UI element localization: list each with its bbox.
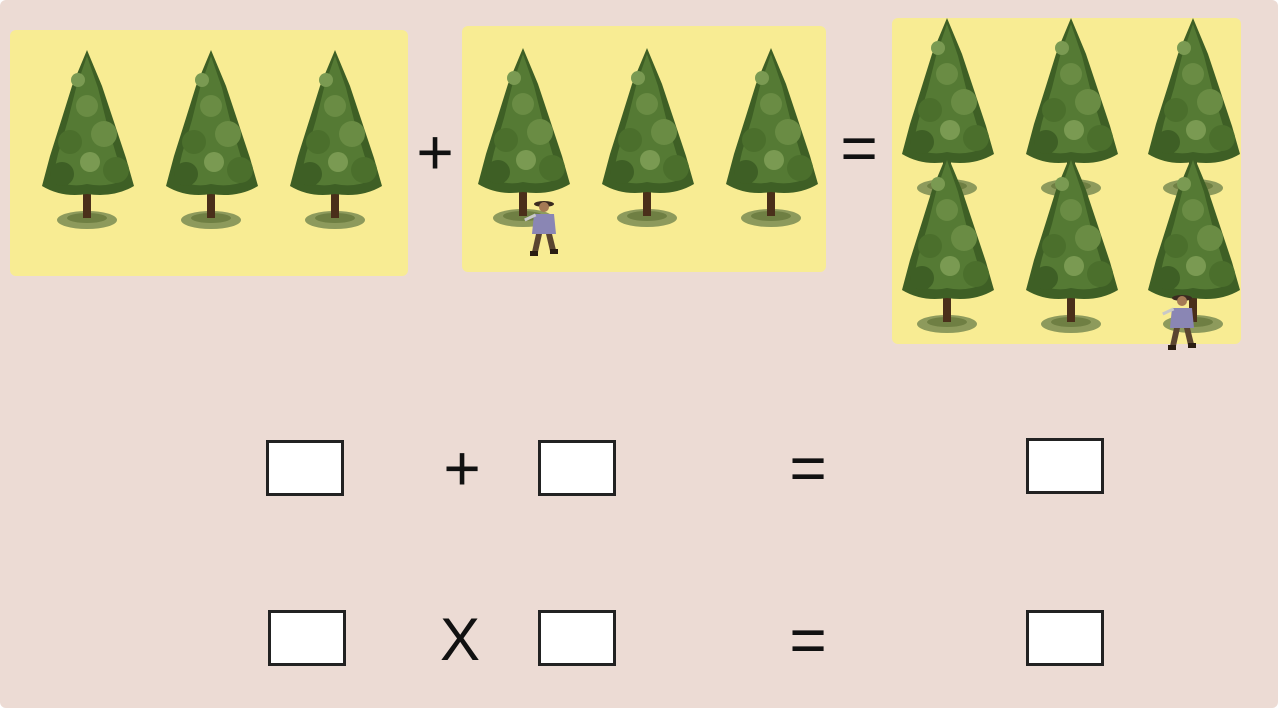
tree-icon xyxy=(592,44,702,234)
addition-equals-sign: = xyxy=(780,436,836,500)
multiplication-times-sign: X xyxy=(432,610,488,670)
tree-icon xyxy=(32,46,142,236)
group-b-panel xyxy=(462,26,826,272)
multiplication-second-box[interactable] xyxy=(538,610,616,666)
tree-icon xyxy=(1016,150,1126,340)
result-panel xyxy=(892,18,1241,344)
multiplication-first-box[interactable] xyxy=(268,610,346,666)
multiplication-second-input[interactable] xyxy=(541,613,613,663)
multiplication-answer-input[interactable] xyxy=(1029,613,1101,663)
addition-answer-input[interactable] xyxy=(1029,441,1101,491)
addition-answer-box[interactable] xyxy=(1026,438,1104,494)
tree-icon xyxy=(156,46,266,236)
farmer-icon xyxy=(1160,290,1204,352)
addition-plus-sign: + xyxy=(432,436,492,500)
tree-icon xyxy=(716,44,826,234)
addition-first-box[interactable] xyxy=(266,440,344,496)
multiplication-equals-sign: = xyxy=(780,608,836,672)
picture-equals-sign: = xyxy=(832,116,886,180)
multiplication-first-input[interactable] xyxy=(271,613,343,663)
picture-plus-sign: + xyxy=(410,120,460,184)
farmer-icon xyxy=(522,196,566,258)
addition-second-box[interactable] xyxy=(538,440,616,496)
group-a-panel xyxy=(10,30,408,276)
addition-first-input[interactable] xyxy=(269,443,341,493)
addition-second-input[interactable] xyxy=(541,443,613,493)
multiplication-answer-box[interactable] xyxy=(1026,610,1104,666)
tree-icon xyxy=(892,150,1002,340)
tree-icon xyxy=(280,46,390,236)
